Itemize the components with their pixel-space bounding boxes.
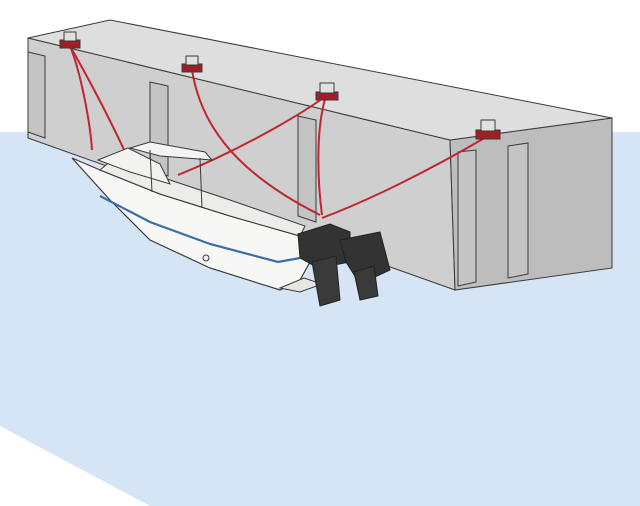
- mooring-line-4: [317, 95, 327, 216]
- cleat-icon: [475, 119, 501, 140]
- mooring-line-5: [321, 135, 489, 219]
- mooring-line-2: [191, 69, 321, 216]
- fender-1: [27, 51, 46, 139]
- fender-5: [507, 142, 529, 279]
- cleat-icon: [59, 31, 81, 49]
- fender-4: [457, 149, 477, 287]
- boat-windshield: [96, 147, 171, 185]
- dock-top-surface: [27, 19, 613, 141]
- mooring-line-1: [69, 45, 129, 159]
- cleat-icon: [181, 55, 203, 73]
- mooring-lines: [69, 45, 489, 219]
- boat-hardtop: [128, 141, 214, 161]
- hull-stripe: [99, 195, 301, 264]
- mooring-line-6: [69, 45, 93, 151]
- mooring-line-3: [177, 95, 327, 176]
- cleat-icon: [315, 82, 339, 101]
- motorboat-icon: [71, 141, 324, 293]
- outboard-engine-icon: [297, 223, 391, 307]
- fender-3: [297, 115, 317, 223]
